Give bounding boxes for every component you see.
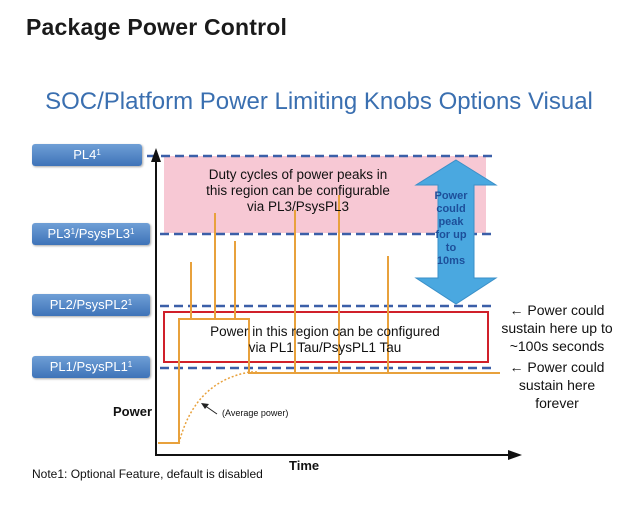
side-note-line: ← Power could [509,359,605,375]
pl1-side-note: ← Power could sustain here forever [492,358,622,412]
page-title: Package Power Control [26,14,288,40]
pl2-label-text: PL2/PsysPL2 [49,297,128,312]
duty-cycle-line: this region can be configurable [206,183,390,198]
pl3-label-text: PL3 [47,226,71,241]
side-note-line: ← Power could [509,302,605,318]
arrow-text-line: to [445,242,457,254]
pl4-label-text: PL4 [73,147,97,162]
pl3-label: PL31/PsysPL31 [32,223,150,245]
pl1-region-line: Power in this region can be configured [210,324,440,339]
pl1-region-text: Power in this region can be configured v… [180,324,470,356]
pl4-label: PL41 [32,144,142,166]
duty-cycle-text: Duty cycles of power peaks in this regio… [178,167,418,215]
side-note-line: sustain here [518,377,596,393]
average-power-curve [178,371,258,444]
arrow-text: Power could peak for up to 10ms [430,190,472,268]
x-axis-arrowhead [508,450,522,460]
pl1-label-sup: 1 [127,360,133,369]
arrow-text-line: peak [438,216,464,228]
average-power-label: (Average power) [222,408,289,418]
pl2-label-sup: 1 [127,298,133,307]
average-power-pointer-head [201,403,209,409]
pl3-pl4-region [164,156,486,233]
duty-cycle-line: Duty cycles of power peaks in [208,167,388,182]
arrow-text-line: could [436,203,466,215]
pl1-label: PL1/PsysPL11 [32,356,150,378]
peak-duration-arrow [414,159,498,305]
y-axis-label: Power [113,404,153,419]
footnote: Note1: Optional Feature, default is disa… [32,467,263,481]
pl3-label-text2: /PsysPL3 [75,226,131,241]
side-note-line: sustain here up to [501,320,613,336]
pl4-label-sup: 1 [96,148,101,157]
duty-cycle-line: via PL3/PsysPL3 [246,199,350,214]
arrow-text-line: Power [434,190,468,202]
pl2-label: PL2/PsysPL21 [32,294,150,316]
side-note-line: ~100s seconds [509,338,605,354]
diagram-subtitle: SOC/Platform Power Limiting Knobs Option… [45,88,593,115]
pl1-region-line: via PL1 Tau/PsysPL1 Tau [248,340,402,355]
arrow-text-line: 10ms [436,255,466,267]
pl3-label-sup2: 1 [130,227,135,236]
y-axis-arrowhead [151,148,161,162]
pl3-label-sup: 1 [70,227,76,236]
pl1-pl2-region [163,311,489,363]
x-axis-label: Time [289,458,320,473]
power-trace [158,195,500,444]
arrow-text-line: for up [435,229,467,241]
pl2-side-note: ← Power could sustain here up to ~100s s… [492,301,622,355]
pl1-label-text: PL1/PsysPL1 [49,359,128,374]
side-note-line: forever [535,395,579,411]
